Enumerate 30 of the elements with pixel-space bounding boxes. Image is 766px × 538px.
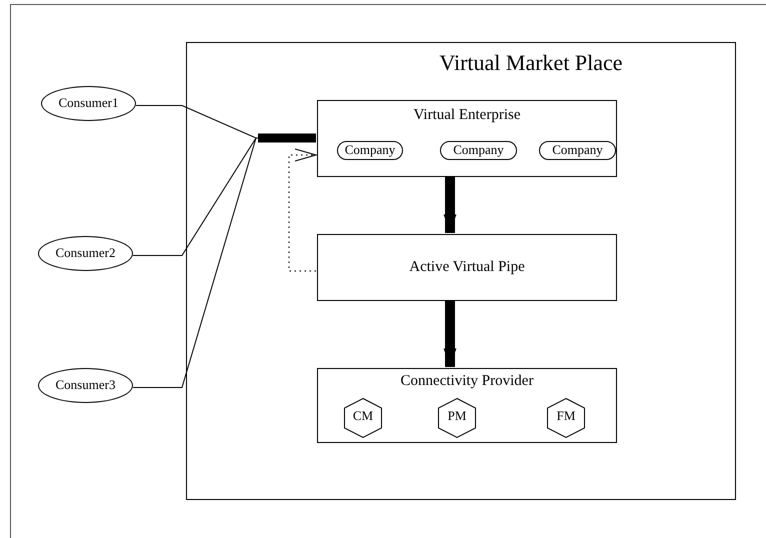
node-label: Active Virtual Pipe — [408, 259, 526, 276]
node-label: Company — [551, 142, 604, 157]
node-label: Company — [344, 142, 396, 157]
node-label: FM — [556, 408, 576, 423]
rounded-box — [539, 141, 616, 160]
container-box — [186, 42, 736, 500]
node-label: Consumer1 — [58, 95, 120, 110]
node-label: Consumer2 — [54, 245, 116, 260]
process-box — [317, 368, 617, 443]
node-label: Virtual Market Place — [438, 51, 624, 75]
node-label: Consumer3 — [54, 377, 116, 392]
node-label: Virtual Enterprise — [412, 107, 522, 124]
hexagon-node — [438, 398, 476, 438]
process-box — [317, 100, 617, 177]
thick-connector — [258, 134, 316, 142]
node-label: CM — [352, 408, 374, 423]
thick-arrow — [444, 176, 456, 233]
node-label: PM — [446, 408, 468, 423]
ellipse-node — [41, 86, 136, 121]
arrow — [288, 148, 316, 272]
hexagon-node — [547, 398, 585, 438]
rounded-box — [440, 141, 517, 160]
process-box — [317, 234, 617, 301]
rounded-box — [337, 141, 403, 160]
ellipse-node — [38, 368, 133, 403]
hexagon-node — [344, 398, 382, 438]
thick-arrow — [444, 300, 456, 367]
node-label: Connectivity Provider — [400, 373, 534, 390]
ellipse-node — [38, 236, 133, 271]
node-label: Company — [452, 142, 505, 157]
